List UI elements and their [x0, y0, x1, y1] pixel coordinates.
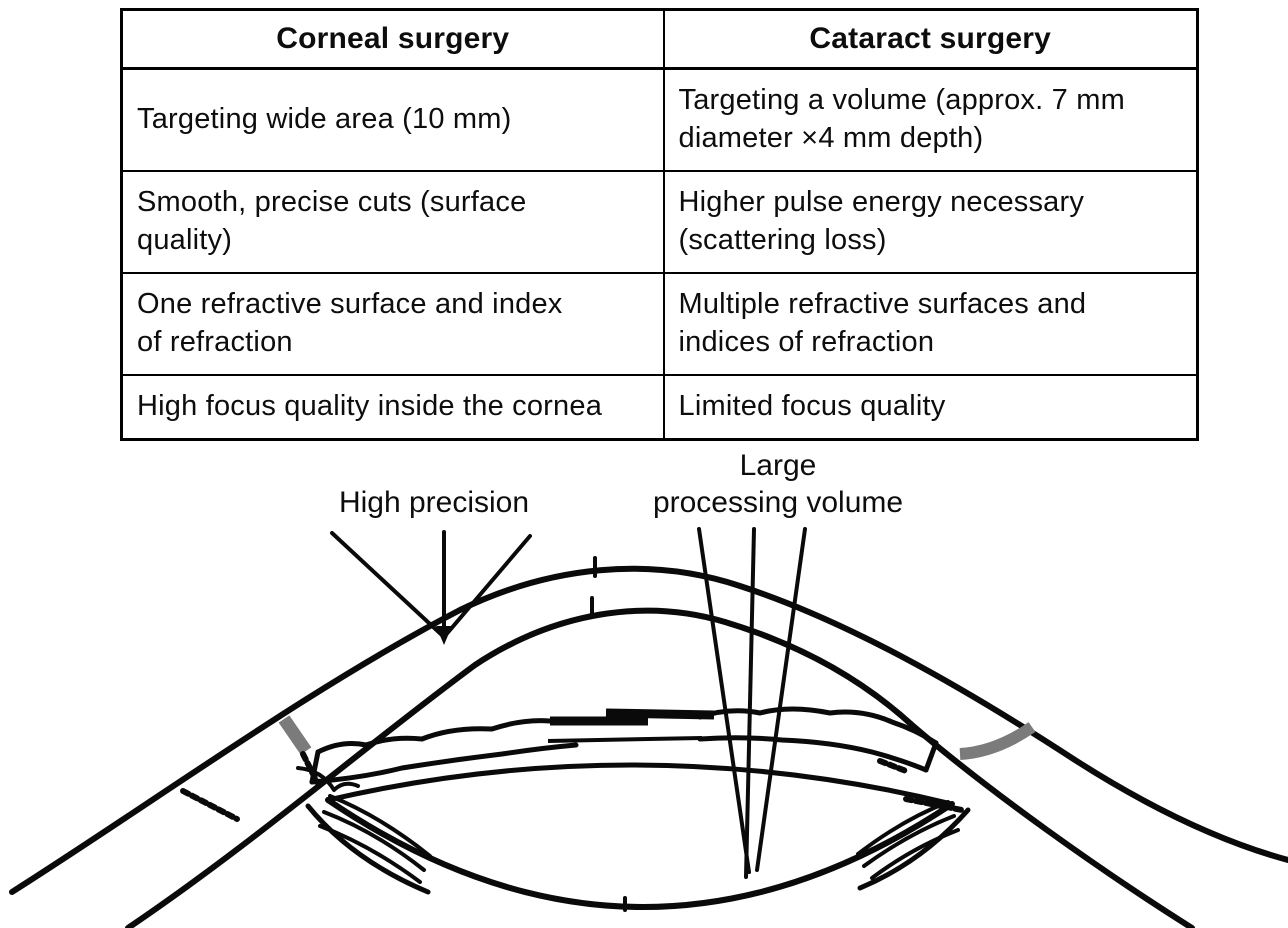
zonules-right: [856, 800, 971, 891]
large-volume-pointer-lines: [697, 527, 807, 879]
iris-left: [309, 716, 579, 785]
label-large-processing-volume: Large processing volume: [636, 447, 920, 521]
high-precision-pointer-lines: [330, 530, 532, 645]
pupil-capsule-bars: [547, 708, 715, 743]
table-row: Smooth, precise cuts (surface quality) H…: [120, 170, 1199, 274]
table-row: Targeting wide area (10 mm) Targeting a …: [120, 67, 1199, 172]
lens-anterior-surface: [325, 762, 955, 807]
cornea-outer-surface: [9, 565, 1288, 895]
cell-targeting-cataract: Targeting a volume (approx. 7 mm diamete…: [662, 67, 1199, 172]
cell-refractive-corneal: One refractive surface and index of refr…: [120, 272, 665, 376]
arrowhead: [436, 626, 452, 645]
limbus-marker-left-gray: [278, 715, 312, 755]
iris-right: [697, 706, 939, 773]
zonules-left: [296, 766, 432, 895]
cell-pulse-energy-cataract: Higher pulse energy necessary (scatterin…: [662, 170, 1199, 274]
surgery-comparison-table: Corneal surgery Cataract surgery Targeti…: [120, 8, 1199, 441]
label-high-precision: High precision: [328, 484, 540, 521]
table-header-corneal-surgery: Corneal surgery: [120, 8, 665, 70]
table-row: High focus quality inside the cornea Lim…: [120, 374, 1199, 441]
lens-posterior-surface: [325, 797, 955, 910]
cell-focus-quality-cataract: Limited focus quality: [662, 374, 1199, 441]
cell-targeting-corneal: Targeting wide area (10 mm): [120, 67, 665, 172]
label-large-line2: processing volume: [652, 486, 904, 519]
table-row: One refractive surface and index of refr…: [120, 272, 1199, 376]
cell-cut-quality-corneal: Smooth, precise cuts (surface quality): [120, 170, 665, 274]
eye-cross-section-figure: [0, 430, 1288, 928]
label-large-line1: Large: [739, 449, 817, 482]
cell-focus-quality-corneal: High focus quality inside the cornea: [120, 374, 665, 441]
table-header-cataract-surgery: Cataract surgery: [662, 8, 1199, 70]
cell-refractive-cataract: Multiple refractive surfaces and indices…: [662, 272, 1199, 376]
trabecular-marks-right: [877, 758, 965, 813]
trabecular-marks-left: [180, 751, 320, 822]
cornea-inner-surface: [125, 607, 1195, 928]
eye-cross-section-drawing: [9, 527, 1288, 928]
table-header-row: Corneal surgery Cataract surgery: [120, 8, 1199, 70]
limbus-marker-right-gray: [959, 722, 1036, 760]
label-high-precision-text: High precision: [338, 486, 530, 519]
